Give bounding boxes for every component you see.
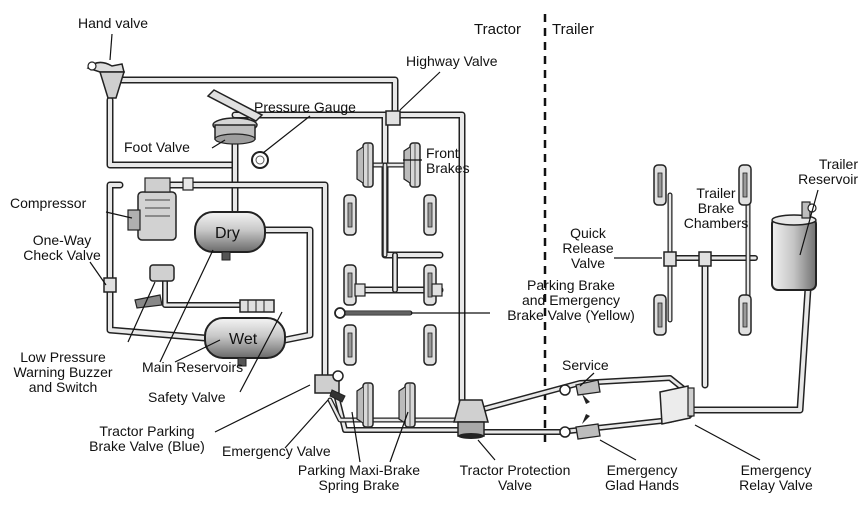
front-brakes	[343, 142, 437, 236]
air-lines	[106, 76, 814, 435]
label-front-brakes: Front Brakes	[426, 146, 470, 176]
label-one-way-check-valve: One-Way Check Valve	[10, 233, 114, 263]
compressor	[127, 177, 194, 241]
label-hand-valve: Hand valve	[78, 15, 149, 31]
label-low-pressure-warning: Low Pressure Warning Buzzer and Switch	[4, 350, 122, 395]
label-parking-maxi-line1: Parking Maxi-Brake	[297, 462, 421, 478]
label-front-brakes-line1: Front	[426, 145, 459, 161]
trailer-reservoir	[771, 201, 817, 291]
hand-valve	[86, 61, 126, 99]
label-one-way-line2: Check Valve	[23, 247, 101, 263]
emergency-relay-valve	[659, 385, 695, 425]
label-parking-emergency-line1: Parking Brake	[527, 277, 615, 293]
label-low-pressure-line1: Low Pressure	[20, 349, 106, 365]
label-low-pressure-line3: and Switch	[28, 379, 98, 395]
low-pressure-switch	[134, 264, 175, 309]
label-parking-emergency-line2: and Emergency	[521, 292, 621, 308]
tractor-parking-brake-valve	[314, 370, 346, 403]
label-highway-valve: Highway Valve	[406, 53, 498, 69]
dry-tank-label: Dry	[215, 225, 240, 242]
label-safety-valve: Safety Valve	[148, 389, 226, 405]
rear-brakes	[343, 264, 443, 428]
label-front-brakes-line2: Brakes	[426, 160, 470, 176]
label-trailer-reservoir-line2: Reservoir	[798, 171, 858, 187]
label-service: Service	[562, 357, 609, 373]
label-quick-release-line3: Valve	[571, 255, 605, 271]
parking-brake-emergency-valve	[334, 307, 346, 319]
wet-tank-label: Wet	[229, 331, 258, 348]
label-quick-release-valve: Quick Release Valve	[560, 226, 616, 271]
label-foot-valve: Foot Valve	[124, 139, 190, 155]
label-tractor-parking-line1: Tractor Parking	[99, 423, 195, 439]
label-emergency-glad-line1: Emergency	[606, 462, 678, 478]
foot-valve	[206, 89, 264, 145]
tractor-protection-valve	[453, 399, 489, 439]
label-parking-maxi-brake: Parking Maxi-Brake Spring Brake	[276, 463, 442, 493]
section-label-trailer: Trailer	[552, 21, 594, 38]
label-emergency-relay-valve: Emergency Relay Valve	[720, 463, 832, 493]
label-emergency-valve: Emergency Valve	[222, 443, 331, 459]
dry-tank: Dry	[194, 211, 266, 261]
label-emergency-relay-line1: Emergency	[740, 462, 812, 478]
label-trailer-chambers-line3: Chambers	[683, 215, 749, 231]
label-quick-release-line2: Release	[562, 240, 614, 256]
highway-valve	[385, 110, 401, 126]
wet-tank: Wet	[204, 317, 286, 367]
label-parking-emergency-line3: Brake Valve (Yellow)	[507, 307, 635, 323]
one-way-check-valve	[103, 277, 117, 293]
label-quick-release-line1: Quick	[570, 225, 606, 241]
label-tractor-protection-valve: Tractor Protection Valve	[440, 463, 590, 493]
label-emergency-glad-line2: Glad Hands	[605, 477, 679, 493]
label-low-pressure-line2: Warning Buzzer	[13, 364, 113, 380]
label-tractor-protection-line2: Valve	[498, 477, 532, 493]
label-trailer-reservoir: Trailer Reservoir	[770, 157, 858, 187]
label-emergency-glad-hands: Emergency Glad Hands	[590, 463, 694, 493]
section-label-tractor: Tractor	[474, 21, 521, 38]
label-trailer-brake-chambers: Trailer Brake Chambers	[676, 186, 756, 231]
label-trailer-chambers-line2: Brake	[697, 200, 735, 216]
label-pressure-gauge: Pressure Gauge	[254, 99, 356, 115]
pressure-gauge	[251, 151, 269, 169]
callout-leaders	[89, 33, 819, 463]
label-tractor-parking-brake-valve: Tractor Parking Brake Valve (Blue)	[78, 424, 216, 454]
service-glad-hands	[559, 379, 601, 404]
label-one-way-line1: One-Way	[32, 232, 92, 248]
label-tractor-parking-line2: Brake Valve (Blue)	[89, 438, 205, 454]
label-parking-emergency-brake-valve: Parking Brake and Emergency Brake Valve …	[490, 278, 652, 323]
label-tractor-protection-line1: Tractor Protection	[459, 462, 571, 478]
quick-release-valve	[663, 251, 677, 267]
emergency-glad-hands	[559, 414, 601, 440]
label-compressor: Compressor	[10, 195, 87, 211]
label-main-reservoirs: Main Reservoirs	[142, 359, 244, 375]
label-emergency-relay-line2: Relay Valve	[739, 477, 813, 493]
label-trailer-chambers-line1: Trailer	[696, 185, 736, 201]
safety-valve	[239, 299, 275, 313]
label-trailer-reservoir-line1: Trailer	[818, 156, 858, 172]
label-parking-maxi-line2: Spring Brake	[318, 477, 400, 493]
